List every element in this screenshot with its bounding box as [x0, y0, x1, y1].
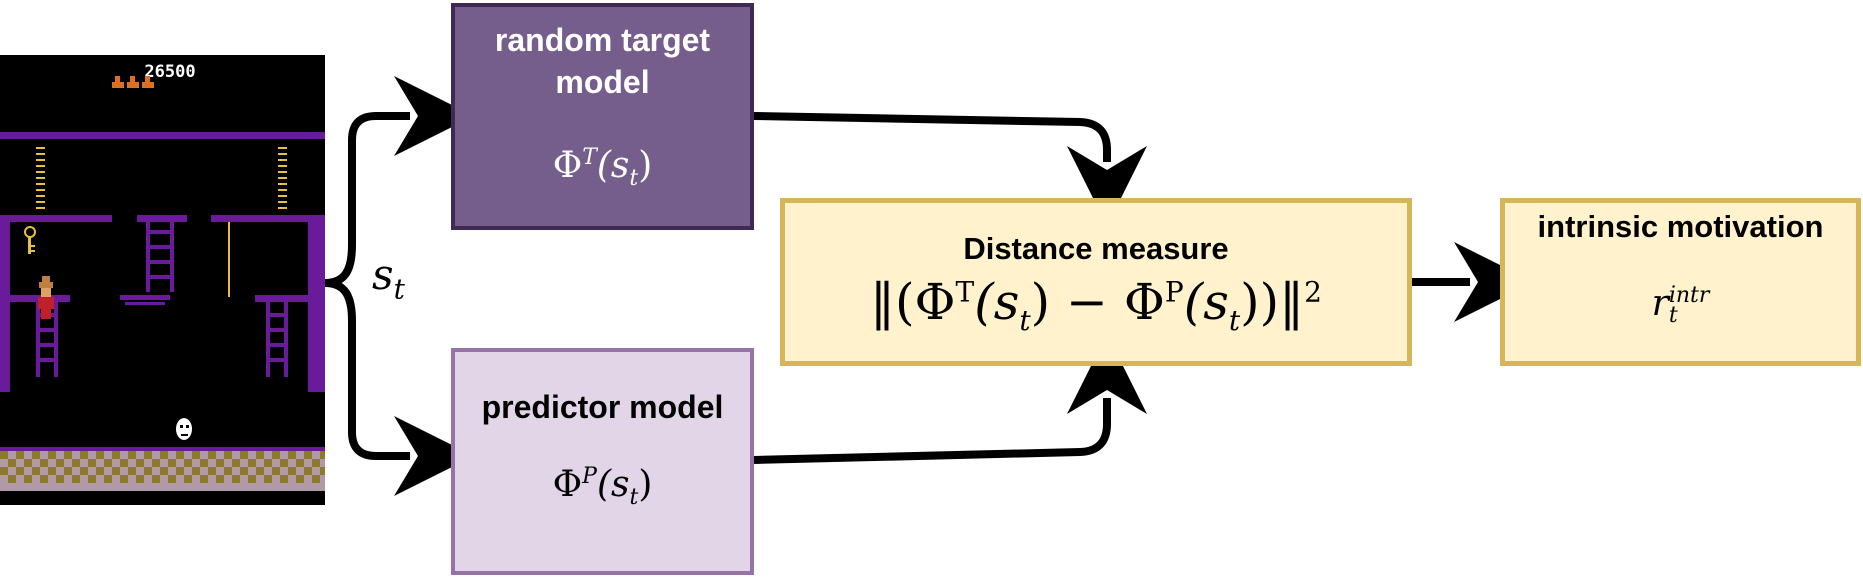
brace-connector [324, 76, 474, 287]
state-label: st [372, 250, 405, 306]
ladder-icon [36, 147, 287, 209]
arrow-predictor-to-distance [753, 334, 1147, 464]
brace-connector [324, 279, 474, 496]
key-icon [24, 226, 36, 254]
predictor-formula: ΦP(st) [552, 464, 653, 511]
target-formula: ΦT(st) [552, 145, 653, 192]
skull-enemy-icon [176, 418, 192, 440]
rope [228, 222, 230, 297]
player-icon [38, 276, 54, 319]
distance-measure-title: Distance measure [963, 231, 1229, 266]
predictor-model-title: predictor model [481, 389, 724, 425]
random-target-model-title: random target model [494, 22, 711, 100]
game-screenshot: 26500 [0, 55, 325, 505]
random-target-model-box: random target model ΦT(st) [451, 3, 754, 230]
predictor-model-box: predictor model ΦP(st) [451, 348, 754, 575]
arrow-target-to-distance [753, 112, 1147, 226]
distance-measure-box: Distance measure ‖(ΦT(st) − ΦP(st))‖2 [780, 198, 1412, 366]
conveyor-platform [120, 295, 170, 305]
score-text: 26500 [144, 62, 195, 82]
intrinsic-motivation-title: intrinsic motivation [1537, 209, 1824, 244]
checkered-floor [0, 451, 325, 505]
lives-icon [112, 76, 154, 88]
distance-formula: ‖(ΦT(st) − ΦP(st))‖2 [870, 273, 1322, 337]
